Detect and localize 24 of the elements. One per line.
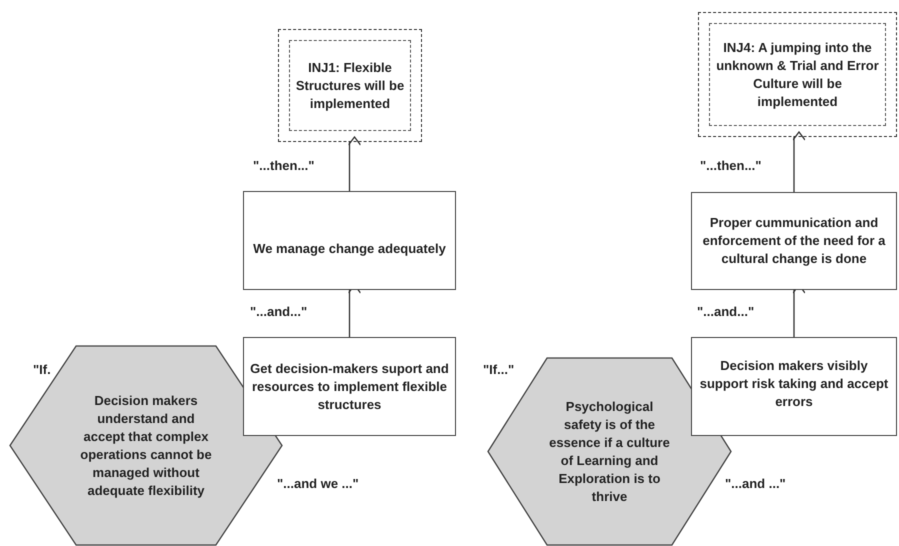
node-text: Decision makers visibly support risk taking and accept errors: [698, 356, 890, 410]
connector-word: "If.: [33, 362, 51, 377]
node-text: INJ4: A jumping into the unknown & Trial and Error Culture will be implemented: [715, 38, 880, 110]
connector-word: "...then...": [700, 158, 762, 173]
connector-word: "If...": [483, 362, 514, 377]
connector-word: "...and ...": [725, 476, 786, 491]
node-text: Decision makers understand and accept that complex operations cannot be managed without adequate flexibility: [79, 392, 213, 500]
node-text: Proper cummunication and enforcement of the need for a cultural change is done: [702, 214, 886, 268]
connector-word: "...and...": [697, 304, 754, 319]
connector-word: "...and we ...": [277, 476, 359, 491]
injection-box: [698, 12, 897, 137]
arrow: [348, 136, 362, 191]
process-box: [691, 192, 897, 290]
connector-word: "...then...": [253, 158, 314, 173]
injection-box: [278, 29, 422, 142]
node-text: We manage change adequately: [253, 240, 446, 258]
node-text: INJ1: Flexible Structures will be implemented: [294, 58, 406, 112]
arrow: [792, 131, 806, 192]
node-text: Psychological safety is of the essence if a culture of Learning and Exploration is to thrive: [548, 398, 670, 506]
process-box: [243, 337, 456, 436]
process-box: [243, 191, 456, 290]
connector-word: "...and...": [250, 304, 308, 319]
node-text: Get decision-makers suport and resources to implement flexible structures: [249, 360, 450, 414]
process-box: [691, 337, 897, 436]
